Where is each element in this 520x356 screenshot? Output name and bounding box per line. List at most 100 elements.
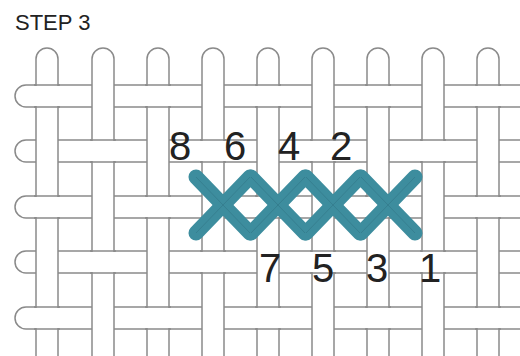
thread-edge <box>145 84 171 86</box>
stitch-outlines <box>196 177 415 233</box>
callout-number: 4 <box>278 126 300 166</box>
stitch-crease <box>306 177 360 233</box>
stitch-crease <box>251 177 305 233</box>
thread-patch <box>200 252 226 272</box>
weave-crossing <box>34 307 60 329</box>
callout-number: 6 <box>224 126 246 166</box>
thread-edge <box>90 139 116 141</box>
thread-edge <box>255 106 281 108</box>
thread-patch <box>200 141 226 161</box>
thread-edge <box>255 84 281 86</box>
thread-edge <box>200 161 226 163</box>
thread-patch <box>145 197 171 217</box>
weave-crossing <box>420 140 446 162</box>
step-title: STEP 3 <box>15 12 90 34</box>
stitch-crease <box>361 177 415 233</box>
thread-edge <box>255 306 281 308</box>
thread-edge <box>145 306 171 308</box>
weave-crossing <box>255 85 281 107</box>
stitch <box>196 177 250 233</box>
stitch <box>361 177 415 233</box>
thread-patch <box>34 197 60 217</box>
thread-patch <box>255 308 281 328</box>
weave-crossing <box>90 251 116 273</box>
thread-patch <box>420 141 446 161</box>
vertical-threads <box>36 48 499 356</box>
stitch <box>196 177 250 233</box>
weave-crossing <box>365 85 391 107</box>
weave-crossing <box>475 307 501 329</box>
thread-edge <box>475 84 501 86</box>
thread-edge <box>145 328 171 330</box>
callout-number: 1 <box>419 248 441 288</box>
thread-edge <box>90 161 116 163</box>
weave-crossing <box>145 85 171 107</box>
thread-edge <box>420 161 446 163</box>
callout-number: 3 <box>366 248 388 288</box>
stitch-crease <box>361 177 415 233</box>
thread-patch <box>90 141 116 161</box>
callout-number: 8 <box>169 126 191 166</box>
thread-patch <box>90 252 116 272</box>
stitch <box>251 177 305 233</box>
warp-thread <box>422 48 444 356</box>
thread-patch <box>365 86 391 106</box>
thread-edge <box>475 306 501 308</box>
thread-edge <box>145 195 171 197</box>
thread-edge <box>475 195 501 197</box>
stitch <box>251 177 305 233</box>
stitch-crease <box>306 177 360 233</box>
thread-patch <box>255 86 281 106</box>
thread-edge <box>475 328 501 330</box>
thread-edge <box>255 328 281 330</box>
thread-edge <box>365 306 391 308</box>
thread-patch <box>145 308 171 328</box>
weave-crossing <box>200 251 226 273</box>
thread-edge <box>90 272 116 274</box>
callout-number: 5 <box>312 248 334 288</box>
thread-edge <box>420 139 446 141</box>
weave-overlaps <box>34 85 501 329</box>
thread-edge <box>34 195 60 197</box>
weave-crossing <box>34 85 60 107</box>
stitch-crease <box>196 177 250 233</box>
thread-patch <box>145 86 171 106</box>
thread-edge <box>200 139 226 141</box>
weave-crossing <box>475 85 501 107</box>
thread-edge <box>34 328 60 330</box>
thread-edge <box>145 106 171 108</box>
thread-patch <box>34 86 60 106</box>
thread-edge <box>34 106 60 108</box>
thread-edge <box>34 217 60 219</box>
thread-patch <box>475 86 501 106</box>
weave-crossing <box>34 196 60 218</box>
thread-patch <box>34 308 60 328</box>
weave-crossing <box>365 307 391 329</box>
stitch-crease <box>196 177 250 233</box>
cross-stitches <box>196 177 415 233</box>
thread-edge <box>145 217 171 219</box>
thread-edge <box>365 84 391 86</box>
thread-edge <box>34 306 60 308</box>
thread-edge <box>365 328 391 330</box>
thread-edge <box>475 217 501 219</box>
thread-edge <box>90 250 116 252</box>
weave-crossing <box>90 140 116 162</box>
thread-patch <box>475 308 501 328</box>
stitch <box>306 177 360 233</box>
callout-number: 2 <box>330 126 352 166</box>
thread-edge <box>365 106 391 108</box>
weave-crossing <box>145 307 171 329</box>
weave-crossing <box>255 307 281 329</box>
thread-patch <box>475 197 501 217</box>
warp-thread <box>92 48 114 356</box>
thread-edge <box>200 250 226 252</box>
stitch <box>361 177 415 233</box>
stitch-crease <box>251 177 305 233</box>
thread-edge <box>200 272 226 274</box>
weave-crossing <box>200 140 226 162</box>
thread-patch <box>365 308 391 328</box>
thread-edge <box>475 106 501 108</box>
